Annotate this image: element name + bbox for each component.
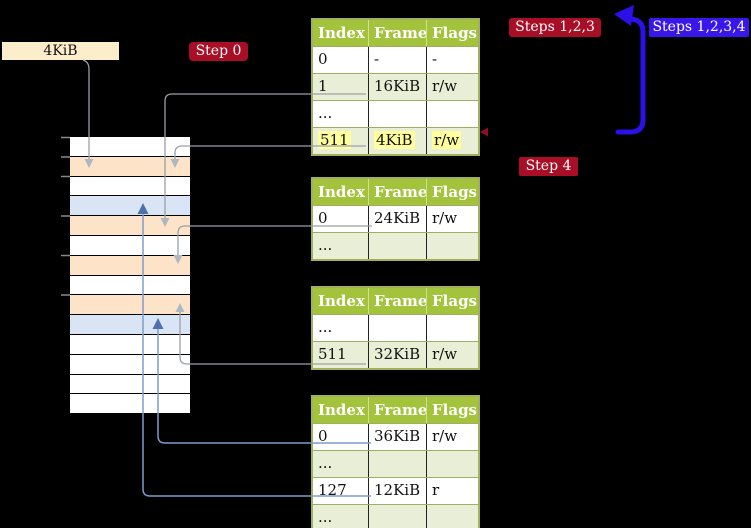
- cell-index: 127: [318, 481, 347, 499]
- column-header-frame: Frame: [368, 288, 427, 314]
- cell-index: ...: [318, 104, 333, 122]
- memory-row-4: [70, 196, 190, 217]
- cell-frame: 24KiB: [374, 209, 421, 227]
- cell-flags: r/w: [432, 77, 458, 95]
- page-table-2: Index Frame Flags 0 24KiB r/w ...: [311, 177, 480, 261]
- cell-frame: 16KiB: [374, 77, 421, 95]
- step4-badge: Step 4: [519, 157, 578, 176]
- cell-frame: -: [374, 50, 380, 68]
- step0-badge: Step 0: [189, 42, 248, 61]
- cell-index: ...: [318, 508, 333, 526]
- table-row: 0 - -: [313, 46, 478, 73]
- frame-size-label: 4KiB: [2, 42, 119, 60]
- big-blue-loop-arrow: [615, 16, 646, 135]
- table-header-row: Index Frame Flags: [313, 397, 478, 423]
- cell-index: 1: [318, 77, 328, 95]
- table-row: 511 32KiB r/w: [313, 341, 478, 368]
- cell-frame: 4KiB: [374, 131, 415, 149]
- cell-flags: r: [432, 481, 440, 499]
- memory-row-9: [70, 295, 190, 316]
- cell-index: 0: [318, 209, 328, 227]
- table-row: 1 16KiB r/w: [313, 73, 478, 100]
- cell-index: 511: [318, 131, 351, 149]
- arrowhead-upleft-icon: [614, 5, 634, 26]
- memory-row-10: [70, 315, 190, 335]
- cell-frame: 12KiB: [374, 481, 421, 499]
- cell-index: ...: [318, 454, 333, 472]
- table-row: ...: [313, 504, 478, 528]
- table-header-row: Index Frame Flags: [313, 288, 478, 314]
- page-table-1: Index Frame Flags 0 - - 1 16KiB r/w ... …: [311, 18, 480, 156]
- memory-row-6: [70, 235, 190, 256]
- cell-index: ...: [318, 318, 333, 336]
- memory-row-14: [70, 394, 190, 415]
- column-header-flags: Flags: [426, 20, 478, 46]
- cell-flags: r/w: [432, 131, 462, 149]
- memory-row-1: [70, 137, 190, 157]
- column-header-flags: Flags: [426, 288, 478, 314]
- physical-memory-strip: [70, 137, 190, 415]
- column-header-flags: Flags: [426, 179, 478, 205]
- cell-flags: -: [432, 50, 438, 68]
- cell-index: 0: [318, 427, 328, 445]
- cell-flags: r/w: [432, 209, 458, 227]
- table-header-row: Index Frame Flags: [313, 20, 478, 46]
- memory-row-13: [70, 374, 190, 395]
- page-table-3: Index Frame Flags ... 511 32KiB r/w: [311, 286, 480, 370]
- memory-row-8: [70, 275, 190, 296]
- cell-frame: 36KiB: [374, 427, 421, 445]
- steps-123-badge: Steps 1,2,3: [509, 18, 601, 37]
- steps-1234-badge: Steps 1,2,3,4: [649, 18, 749, 37]
- table-row: ...: [313, 232, 478, 259]
- cell-index: 511: [318, 345, 347, 363]
- cell-index: 0: [318, 50, 328, 68]
- table-row: ...: [313, 450, 478, 477]
- table-header-row: Index Frame Flags: [313, 179, 478, 205]
- page-table-4: Index Frame Flags 0 36KiB r/w ... 127 12…: [311, 395, 480, 528]
- memory-row-2: [70, 156, 190, 177]
- memory-row-11: [70, 334, 190, 355]
- cell-flags: r/w: [432, 427, 458, 445]
- column-header-index: Index: [318, 24, 365, 42]
- table-row: 0 24KiB r/w: [313, 205, 478, 232]
- column-header-flags: Flags: [426, 397, 478, 423]
- column-header-index: Index: [318, 292, 365, 310]
- column-header-index: Index: [318, 401, 365, 419]
- column-header-frame: Frame: [368, 20, 427, 46]
- table-row: 127 12KiB r: [313, 477, 478, 504]
- memory-row-7: [70, 255, 190, 276]
- column-header-frame: Frame: [368, 397, 427, 423]
- address-tick-marks: [61, 136, 70, 296]
- cell-frame: 32KiB: [374, 345, 421, 363]
- memory-row-3: [70, 176, 190, 197]
- table-row-recursive-entry: 511 4KiB r/w: [313, 127, 478, 154]
- table-row: ...: [313, 100, 478, 127]
- memory-row-5: [70, 216, 190, 236]
- table-row: ...: [313, 314, 478, 341]
- table-row: 0 36KiB r/w: [313, 423, 478, 450]
- column-header-frame: Frame: [368, 179, 427, 205]
- cell-flags: r/w: [432, 345, 458, 363]
- red-arrow-tip-icon: [480, 127, 488, 137]
- memory-row-12: [70, 354, 190, 375]
- cell-index: ...: [318, 236, 333, 254]
- column-header-index: Index: [318, 183, 365, 201]
